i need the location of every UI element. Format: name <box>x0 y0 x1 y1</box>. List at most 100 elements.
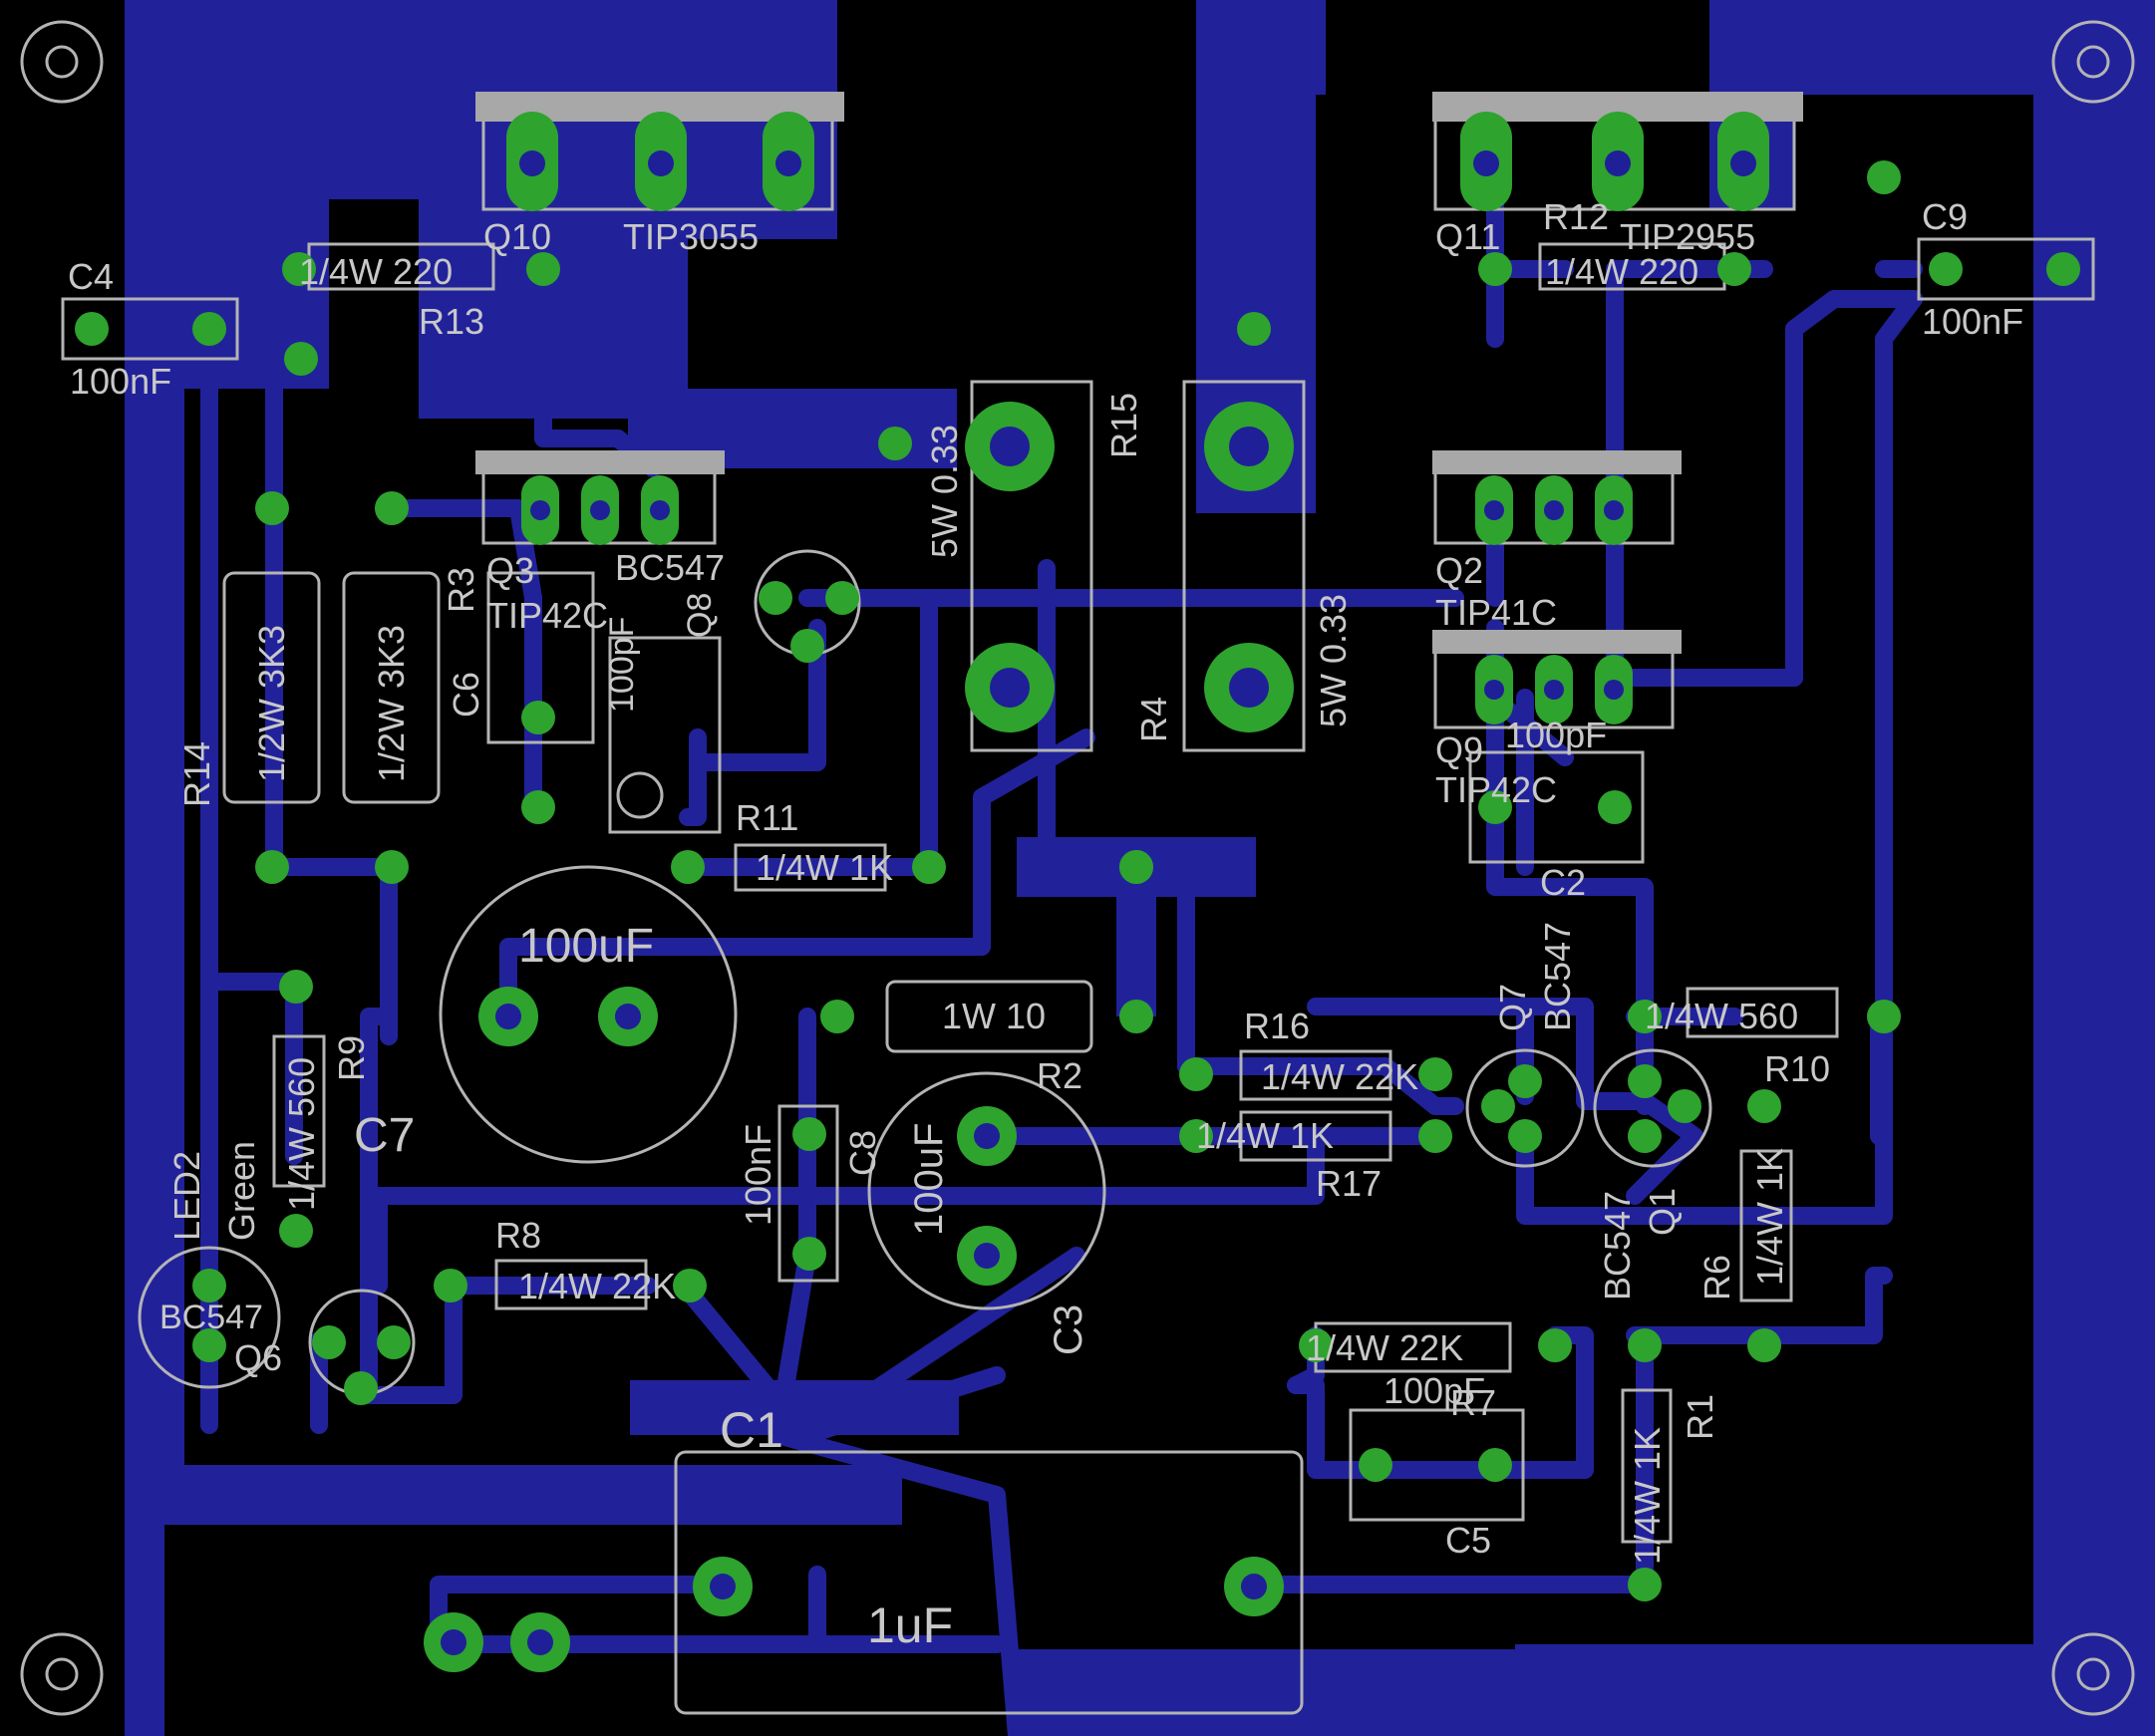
label-r2-val: 1W 10 <box>942 996 1046 1036</box>
label-tip42c-q9: TIP42C <box>1435 769 1557 810</box>
label-c4-val: 100nF <box>70 361 171 402</box>
label-c9: C9 <box>1922 196 1968 237</box>
label-tip2955: TIP2955 <box>1620 216 1755 257</box>
label-r8: R8 <box>495 1215 541 1256</box>
r9-outline <box>272 1034 326 1188</box>
label-c4: C4 <box>68 256 114 297</box>
label-led2: LED2 <box>166 1151 207 1241</box>
q11-pads <box>1460 112 1769 211</box>
label-tip41c: TIP41C <box>1435 592 1557 633</box>
label-bc547-q6: BC547 <box>159 1299 263 1336</box>
label-r13-val: 1/4W 220 <box>299 251 453 292</box>
c8-outline <box>777 1104 839 1283</box>
label-r16-val: 1/4W 22K <box>1261 1056 1418 1097</box>
label-r9-val: 1/4W 560 <box>281 1057 322 1211</box>
label-r15-val: 5W 0.33 <box>924 425 965 558</box>
label-r1-val: 1/4W 1K <box>1627 1427 1668 1565</box>
label-c7-val: 100uF <box>518 920 654 973</box>
label-c3: C3 <box>1047 1304 1090 1355</box>
label-q3: Q3 <box>486 550 534 591</box>
label-bc547-q1: BC547 <box>1597 1191 1638 1301</box>
label-r12-val: 1/4W 220 <box>1545 251 1698 292</box>
led2-outline <box>138 1246 281 1389</box>
label-q11: Q11 <box>1435 216 1500 257</box>
r15-outline <box>970 380 1093 752</box>
label-c2: C2 <box>1540 862 1586 903</box>
r10-outline <box>1686 987 1839 1038</box>
label-q10: Q10 <box>483 216 551 257</box>
label-r14-val: 1/2W 3K3 <box>251 625 292 782</box>
label-c2-val: 100pF <box>1505 715 1607 755</box>
label-c9-val: 100nF <box>1922 301 2023 342</box>
r1-outline <box>1621 1388 1673 1544</box>
q9-pads <box>1475 655 1633 724</box>
label-r6: R6 <box>1696 1255 1737 1301</box>
label-q1: Q1 <box>1642 1188 1683 1236</box>
mount-hole-bl <box>20 1632 104 1716</box>
label-r10-val: 1/4W 560 <box>1645 996 1798 1036</box>
label-r7-val: 1/4W 22K <box>1306 1327 1463 1368</box>
label-bc547-q8: BC547 <box>615 547 725 588</box>
c9-outline <box>1917 237 2095 301</box>
small-pads <box>75 160 2080 1601</box>
label-c8: C8 <box>842 1130 883 1176</box>
label-r14: R14 <box>176 741 217 807</box>
silk-labels: C4 100nF 1/4W 220 R13 Q10 TIP3055 Q11 R1… <box>68 196 2023 1653</box>
label-c1: C1 <box>720 1402 783 1458</box>
label-c7: C7 <box>354 1109 415 1162</box>
label-r3-val: 1/2W 3K3 <box>371 625 412 782</box>
label-r4: R4 <box>1133 697 1174 742</box>
label-r17-val: 1/4W 1K <box>1196 1115 1334 1156</box>
label-r15: R15 <box>1103 393 1144 458</box>
label-r4-val: 5W 0.33 <box>1313 594 1354 727</box>
r14-outline <box>222 571 321 804</box>
r11-outline <box>734 843 887 892</box>
label-c5-val: 100pF <box>1384 1370 1485 1411</box>
r17-outline <box>1239 1110 1392 1162</box>
label-r10: R10 <box>1764 1048 1830 1089</box>
mount-hole-br <box>2051 1632 2135 1716</box>
q10-pads <box>506 112 814 211</box>
c5-outline <box>1349 1408 1525 1522</box>
q7-outline <box>1465 1048 1585 1168</box>
q8-trimmer <box>608 636 722 834</box>
c6-outline <box>486 571 595 744</box>
label-q7: Q7 <box>1492 984 1533 1031</box>
c4-outline <box>61 297 239 361</box>
label-r11-val: 1/4W 1K <box>756 847 893 888</box>
c7-outline <box>439 865 738 1164</box>
label-tip3055: TIP3055 <box>623 216 759 257</box>
r16-outline <box>1239 1049 1392 1101</box>
r4-outline <box>1182 380 1306 752</box>
label-r16: R16 <box>1244 1006 1310 1046</box>
label-tip42c-q3: TIP42C <box>486 595 608 636</box>
r2-outline <box>885 980 1093 1053</box>
label-r17: R17 <box>1316 1163 1382 1204</box>
r3-outline <box>342 571 441 804</box>
label-r3: R3 <box>441 567 481 613</box>
label-c8-val: 100nF <box>738 1124 778 1226</box>
q3-pads <box>521 475 679 545</box>
label-r6-val: 1/4W 1K <box>1749 1148 1790 1286</box>
c1-outline <box>674 1450 1304 1715</box>
label-c1-val: 1uF <box>867 1597 953 1653</box>
label-r2: R2 <box>1037 1055 1082 1096</box>
c2-outline <box>1468 750 1645 864</box>
label-r1: R1 <box>1680 1394 1720 1440</box>
label-c5: C5 <box>1445 1520 1491 1561</box>
q1-outline <box>1593 1048 1712 1168</box>
label-r7: R7 <box>1450 1382 1496 1423</box>
label-r9: R9 <box>331 1035 372 1081</box>
label-r12: R12 <box>1543 196 1609 237</box>
label-r13: R13 <box>419 301 484 342</box>
label-c3-val: 100uF <box>907 1123 951 1236</box>
label-q6: Q6 <box>234 1337 282 1378</box>
label-q2: Q2 <box>1435 550 1483 591</box>
c3-outline <box>867 1071 1106 1310</box>
r8-outline <box>494 1259 648 1310</box>
label-led-green: Green <box>221 1141 262 1241</box>
pads <box>75 112 2080 1672</box>
label-c6-val: 100pF <box>603 617 641 713</box>
label-q9: Q9 <box>1435 729 1483 770</box>
